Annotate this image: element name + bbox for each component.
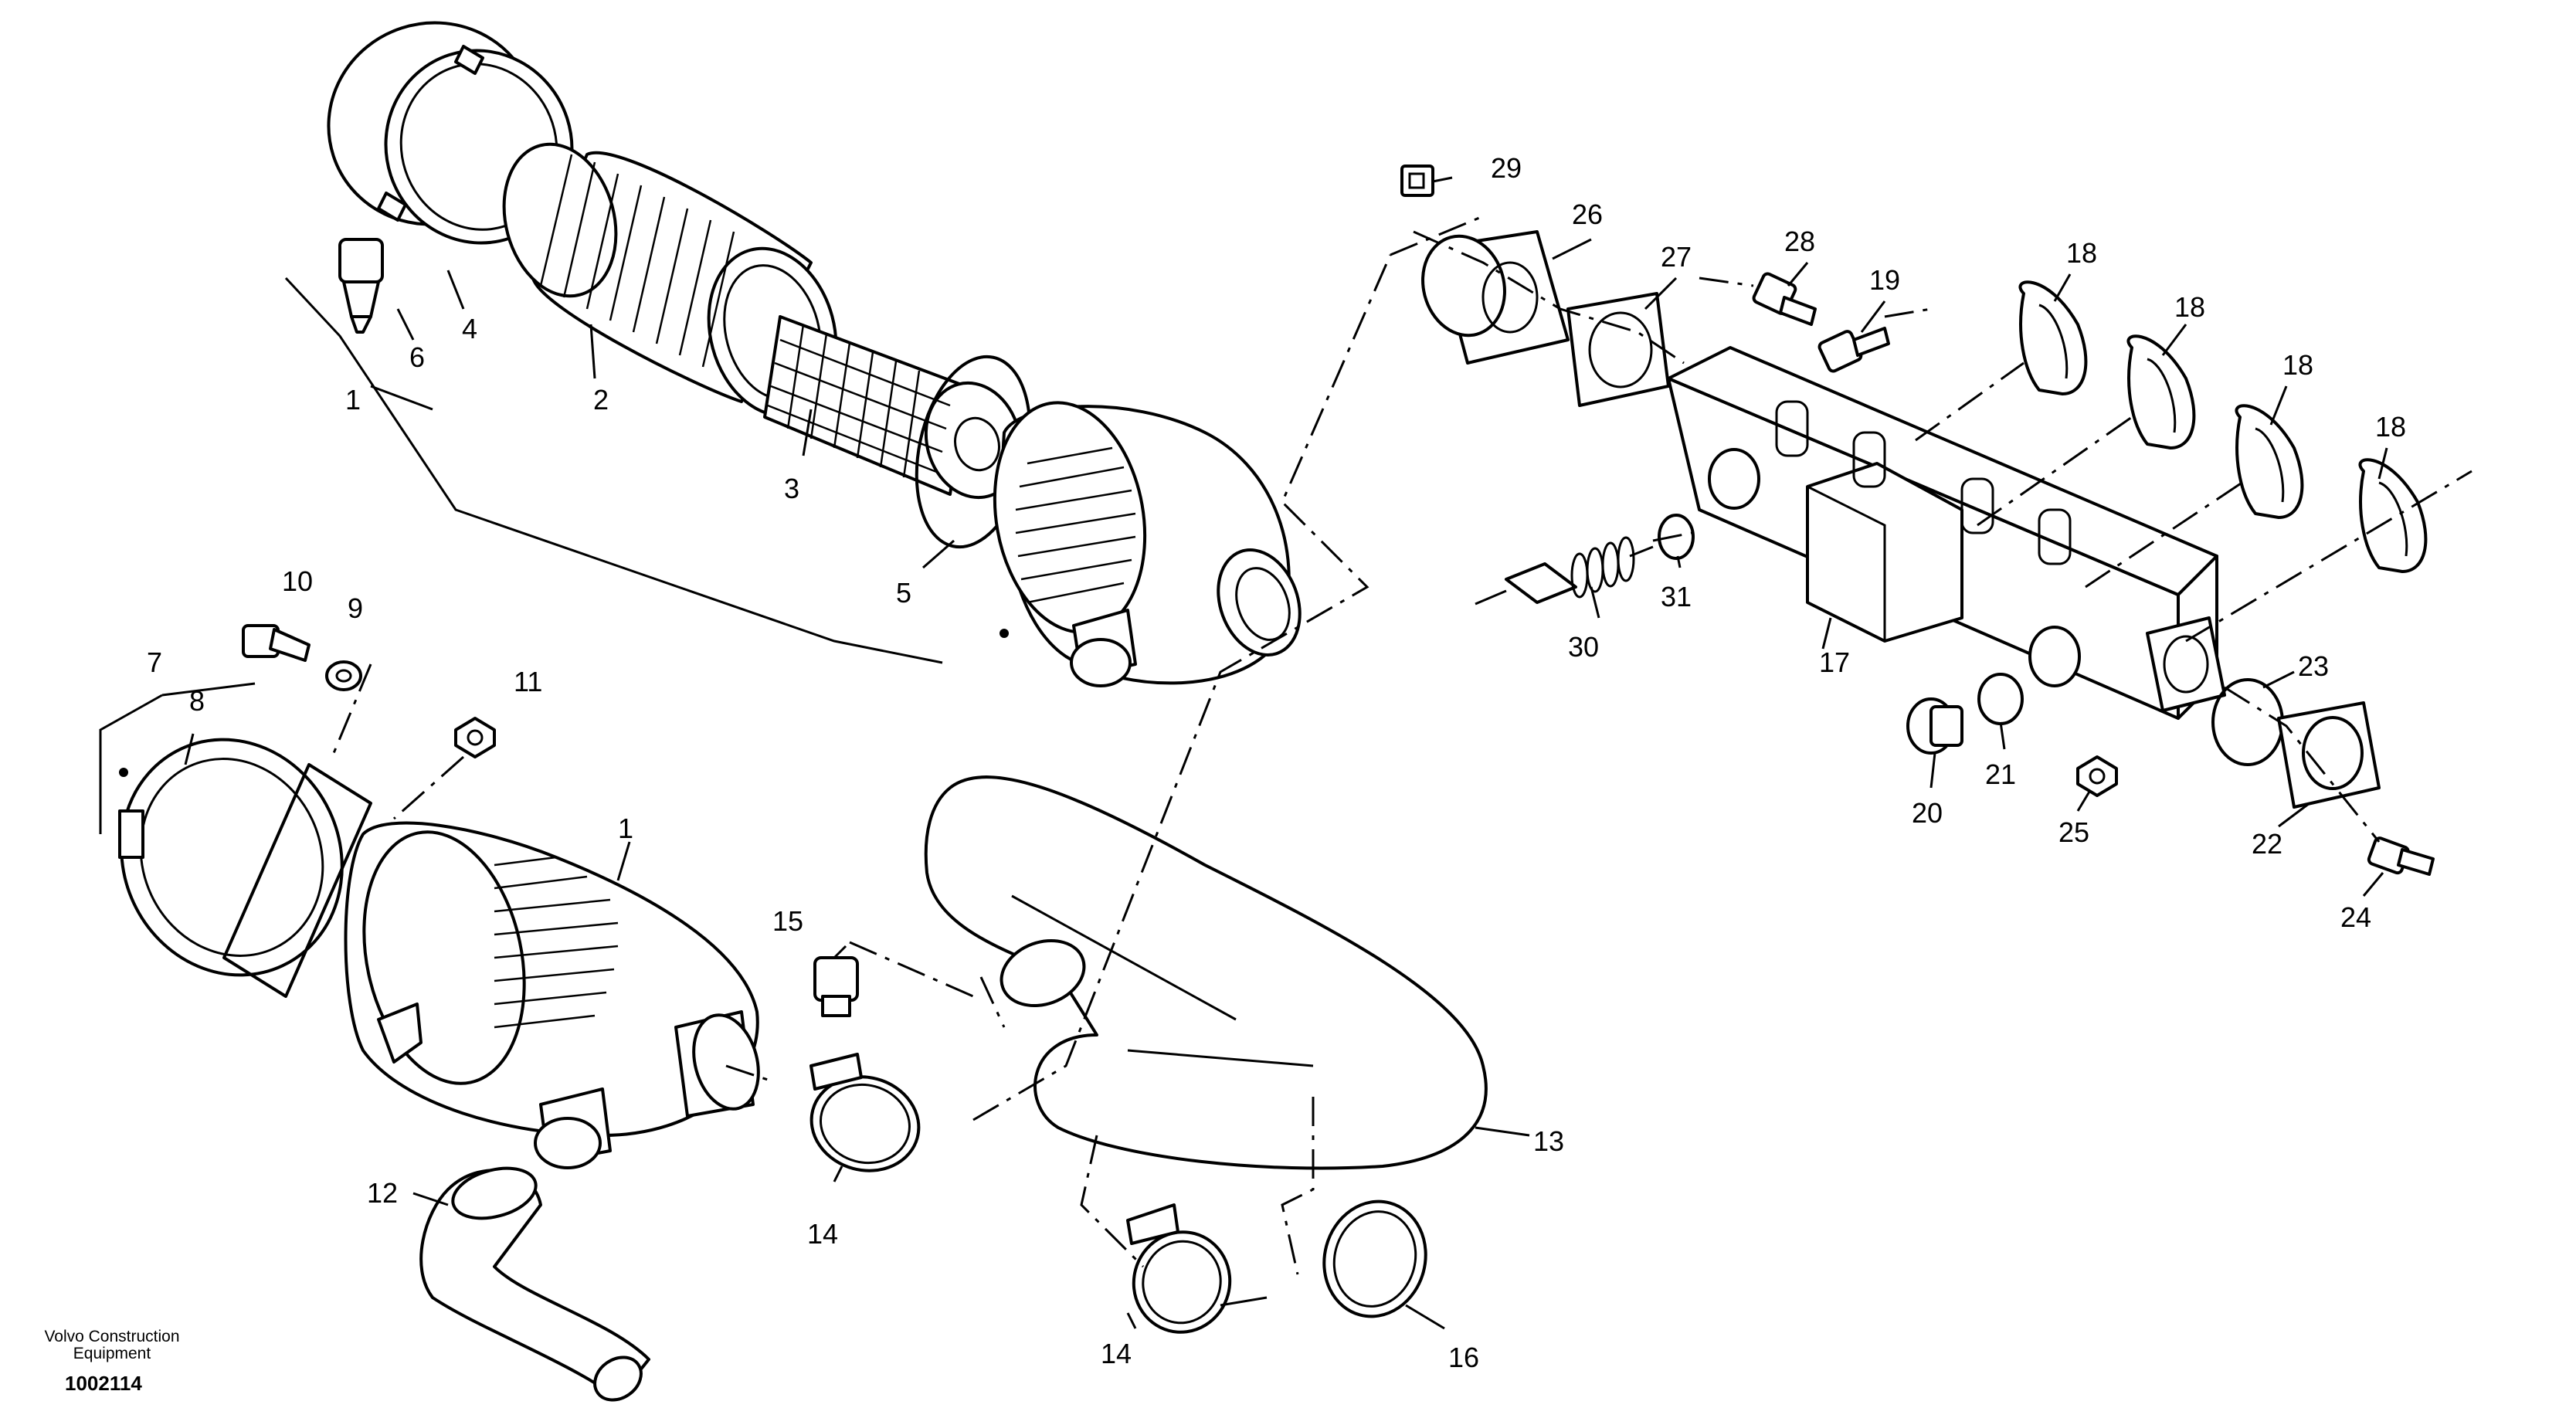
callout-1-top: 1 <box>345 384 361 416</box>
sensor-24 <box>2367 836 2435 876</box>
gasket-18-a <box>2018 280 2088 395</box>
callout-18-b: 18 <box>2174 291 2205 323</box>
intake-hose-13 <box>924 775 1488 1170</box>
washer-9 <box>325 660 362 691</box>
callout-11: 11 <box>514 666 542 697</box>
callout-3: 3 <box>784 473 799 504</box>
drawing-number: 1002114 <box>65 1372 142 1395</box>
callout-24: 24 <box>2340 901 2371 933</box>
mounting-bracket-8 <box>118 738 372 998</box>
gasket-27 <box>1566 292 1670 407</box>
gasket-18-b <box>2126 334 2196 450</box>
hose-clamp-14-lower <box>1126 1203 1232 1334</box>
callout-27: 27 <box>1661 241 1692 273</box>
callout-23: 23 <box>2298 650 2329 682</box>
safety-element-3 <box>763 315 1023 500</box>
callout-10: 10 <box>282 565 313 597</box>
callout-labels: 1 2 3 4 5 6 7 8 9 10 11 1 12 13 14 14 15… <box>147 152 2406 1373</box>
filter-housing-top <box>993 401 1302 687</box>
callout-7: 7 <box>147 646 162 678</box>
bolt-10 <box>242 624 311 662</box>
air-filter-assembly-left <box>99 624 760 1402</box>
drain-valve-6 <box>338 238 384 334</box>
plug-20 <box>1906 697 1963 755</box>
callout-31: 31 <box>1661 581 1692 612</box>
intake-manifold-assembly <box>833 165 2472 1330</box>
air-filter-assembly-top <box>284 21 1302 687</box>
seal-ring-31 <box>1658 514 1695 560</box>
seal-ring-23 <box>2211 678 2284 766</box>
flange-26 <box>1421 230 1570 365</box>
callout-14-upper: 14 <box>807 1218 838 1250</box>
seal-ring-16 <box>1322 1199 1427 1318</box>
nut-11 <box>454 717 496 758</box>
callout-5: 5 <box>896 577 911 609</box>
callout-21: 21 <box>1985 758 2016 790</box>
callout-18-a: 18 <box>2066 237 2097 269</box>
callout-9: 9 <box>348 592 363 624</box>
sensor-19 <box>1817 327 1890 373</box>
callout-8: 8 <box>189 685 205 717</box>
callout-22: 22 <box>2252 828 2282 860</box>
sensor-28 <box>1752 272 1817 326</box>
callout-18-c: 18 <box>2282 349 2313 381</box>
flange-22 <box>2277 701 2381 809</box>
callout-14-lower: 14 <box>1101 1338 1132 1369</box>
hose-clamp-14-upper <box>809 1053 921 1172</box>
restriction-indicator-15 <box>813 956 859 1017</box>
manufacturer-line-1: Volvo Construction <box>44 1328 180 1345</box>
callout-2: 2 <box>593 384 609 416</box>
callout-28: 28 <box>1784 226 1815 257</box>
callout-20: 20 <box>1912 797 1943 829</box>
callout-12: 12 <box>367 1177 398 1209</box>
callout-25: 25 <box>2058 816 2089 848</box>
callout-29: 29 <box>1491 152 1522 184</box>
rubber-elbow-12 <box>419 1166 650 1402</box>
nut-25 <box>2076 755 2118 797</box>
callout-16: 16 <box>1448 1342 1479 1373</box>
seal-ring-21 <box>1977 673 2024 725</box>
callout-19: 19 <box>1869 264 1900 296</box>
gasket-18-c <box>2235 404 2304 519</box>
callout-4: 4 <box>462 313 477 344</box>
callout-26: 26 <box>1572 198 1603 230</box>
callout-15: 15 <box>772 905 803 937</box>
gasket-18-d <box>2358 458 2428 573</box>
manifold-17 <box>1667 346 2226 720</box>
callout-18-d: 18 <box>2375 411 2406 443</box>
callout-30: 30 <box>1568 631 1599 663</box>
manufacturer-line-2: Equipment <box>73 1345 151 1362</box>
square-nut-29 <box>1400 165 1434 197</box>
heater-element-30 <box>1475 536 1654 606</box>
manufacturer-credit: Volvo Construction Equipment <box>31 1328 193 1362</box>
filter-housing-left <box>344 821 760 1169</box>
callout-13: 13 <box>1533 1125 1564 1157</box>
callout-17: 17 <box>1819 646 1850 678</box>
callout-6: 6 <box>409 341 425 373</box>
callout-1-left: 1 <box>618 813 633 844</box>
